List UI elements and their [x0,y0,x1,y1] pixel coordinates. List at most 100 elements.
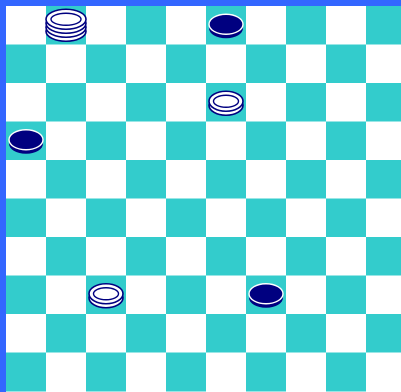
dark-square-r5-c6[interactable] [246,199,287,238]
dark-square-r4-c7[interactable] [286,160,327,199]
light-square-r3-c9 [366,122,401,161]
light-square-r8-c2 [86,314,127,353]
dark-square-r8-c3[interactable] [126,314,167,353]
dark-square-r2-c9[interactable] [366,83,401,122]
light-square-r9-c9 [366,353,401,392]
black-man-piece[interactable] [209,14,243,38]
light-square-r3-c7 [286,122,327,161]
dark-square-r4-c1[interactable] [46,160,87,199]
light-square-r5-c7 [286,199,327,238]
dark-square-r1-c6[interactable] [246,45,287,84]
frame-top [0,0,401,6]
dark-square-r5-c0[interactable] [6,199,47,238]
dark-square-r8-c7[interactable] [286,314,327,353]
white-king-piece[interactable] [89,284,123,308]
light-square-r1-c9 [366,45,401,84]
light-square-r6-c2 [86,237,127,276]
dark-square-r7-c0[interactable] [6,276,47,315]
light-square-r2-c6 [246,83,287,122]
dark-square-r2-c7[interactable] [286,83,327,122]
dark-square-r4-c9[interactable] [366,160,401,199]
light-square-r1-c1 [46,45,87,84]
dark-square-r1-c2[interactable] [86,45,127,84]
dark-square-r5-c2[interactable] [86,199,127,238]
light-square-r7-c7 [286,276,327,315]
dark-square-r8-c1[interactable] [46,314,87,353]
dark-square-r0-c3[interactable] [126,6,167,45]
light-square-r5-c3 [126,199,167,238]
light-square-r8-c8 [326,314,367,353]
dark-square-r6-c1[interactable] [46,237,87,276]
light-square-r9-c3 [126,353,167,392]
dark-square-r9-c0[interactable] [6,353,47,392]
light-square-r2-c4 [166,83,207,122]
dark-square-r3-c4[interactable] [166,122,207,161]
light-square-r3-c3 [126,122,167,161]
dark-square-r6-c3[interactable] [126,237,167,276]
white-king-piece[interactable] [209,91,243,115]
light-square-r6-c6 [246,237,287,276]
dark-square-r6-c7[interactable] [286,237,327,276]
dark-square-r2-c3[interactable] [126,83,167,122]
black-man-piece[interactable] [249,284,283,308]
light-square-r4-c8 [326,160,367,199]
dark-square-r7-c8[interactable] [326,276,367,315]
dark-square-r9-c8[interactable] [326,353,367,392]
light-square-r6-c0 [6,237,47,276]
dark-square-r3-c8[interactable] [326,122,367,161]
dark-square-r8-c5[interactable] [206,314,247,353]
dark-square-r2-c1[interactable] [46,83,87,122]
light-square-r9-c5 [206,353,247,392]
dark-square-r6-c5[interactable] [206,237,247,276]
light-square-r7-c3 [126,276,167,315]
light-square-r4-c6 [246,160,287,199]
dark-square-r9-c4[interactable] [166,353,207,392]
light-square-r5-c1 [46,199,87,238]
light-square-r0-c2 [86,6,127,45]
dark-square-r5-c8[interactable] [326,199,367,238]
light-square-r0-c6 [246,6,287,45]
dark-square-r4-c3[interactable] [126,160,167,199]
dark-square-r3-c2[interactable] [86,122,127,161]
light-square-r5-c9 [366,199,401,238]
light-square-r4-c4 [166,160,207,199]
dark-square-r1-c0[interactable] [6,45,47,84]
light-square-r8-c0 [6,314,47,353]
light-square-r0-c0 [6,6,47,45]
light-square-r2-c8 [326,83,367,122]
light-square-r2-c0 [6,83,47,122]
dark-square-r9-c6[interactable] [246,353,287,392]
dark-square-r9-c2[interactable] [86,353,127,392]
light-square-r9-c1 [46,353,87,392]
light-square-r2-c2 [86,83,127,122]
light-square-r6-c8 [326,237,367,276]
dark-square-r7-c4[interactable] [166,276,207,315]
light-square-r1-c7 [286,45,327,84]
light-square-r7-c5 [206,276,247,315]
dark-square-r0-c9[interactable] [366,6,401,45]
dark-square-r6-c9[interactable] [366,237,401,276]
dark-square-r8-c9[interactable] [366,314,401,353]
dark-square-r4-c5[interactable] [206,160,247,199]
black-man-piece[interactable] [9,130,43,154]
dark-square-r1-c8[interactable] [326,45,367,84]
frame-left [0,0,6,392]
dark-square-r1-c4[interactable] [166,45,207,84]
light-square-r4-c0 [6,160,47,199]
light-square-r1-c3 [126,45,167,84]
light-square-r7-c1 [46,276,87,315]
light-square-r9-c7 [286,353,327,392]
light-square-r8-c4 [166,314,207,353]
light-square-r0-c8 [326,6,367,45]
light-square-r7-c9 [366,276,401,315]
light-square-r1-c5 [206,45,247,84]
white-stacked-piece[interactable] [46,9,86,41]
light-square-r0-c4 [166,6,207,45]
dark-square-r5-c4[interactable] [166,199,207,238]
dark-square-r3-c6[interactable] [246,122,287,161]
light-square-r3-c1 [46,122,87,161]
light-square-r4-c2 [86,160,127,199]
dark-square-r0-c7[interactable] [286,6,327,45]
